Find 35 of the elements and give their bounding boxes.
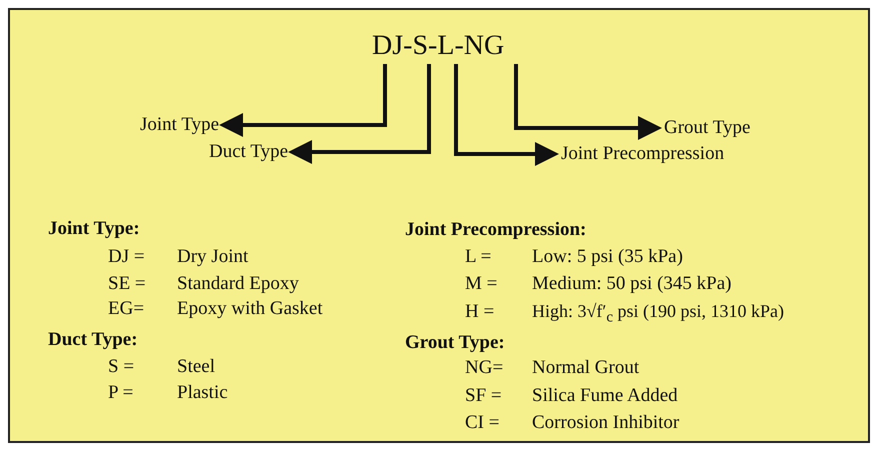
code-key: DJ = bbox=[108, 246, 145, 268]
code-definition: High: 3√f′$_{c}$ psi (190 psi, 1310 kPa) bbox=[532, 301, 784, 327]
category-label: Grout Type bbox=[664, 117, 750, 139]
section-heading: Grout Type: bbox=[405, 332, 505, 354]
section-heading: Joint Type: bbox=[48, 218, 140, 240]
arrow bbox=[514, 64, 662, 140]
category-label: Joint Type bbox=[140, 114, 220, 136]
code-definition: Low: 5 psi (35 kPa) bbox=[532, 246, 683, 268]
code-key: EG= bbox=[108, 298, 144, 320]
code-definition: Corrosion Inhibitor bbox=[532, 412, 680, 434]
code-key: SE = bbox=[108, 273, 146, 295]
code-definition: Standard Epoxy bbox=[177, 273, 299, 295]
code-definition: Plastic bbox=[177, 382, 228, 404]
code-key: H = bbox=[465, 301, 494, 323]
code-designation: DJ-S-L-NG bbox=[372, 30, 504, 62]
code-key: CI = bbox=[465, 412, 500, 434]
code-key: NG= bbox=[465, 357, 504, 379]
code-definition: Epoxy with Gasket bbox=[177, 298, 323, 320]
code-key: L = bbox=[465, 246, 492, 268]
code-key: P = bbox=[108, 382, 134, 404]
code-key: SF = bbox=[465, 385, 502, 407]
code-definition: Steel bbox=[177, 356, 215, 378]
code-definition: Dry Joint bbox=[177, 246, 248, 268]
code-definition: Silica Fume Added bbox=[532, 385, 678, 407]
section-heading: Duct Type: bbox=[48, 329, 138, 351]
arrow bbox=[454, 64, 559, 166]
code-definition: Normal Grout bbox=[532, 357, 640, 379]
arrow bbox=[288, 64, 431, 164]
section-heading: Joint Precompression: bbox=[405, 219, 586, 241]
code-key: S = bbox=[108, 356, 134, 378]
arrow bbox=[219, 64, 387, 137]
category-label: Duct Type bbox=[209, 141, 288, 163]
code-definition: Medium: 50 psi (345 kPa) bbox=[532, 273, 732, 295]
code-key: M = bbox=[465, 273, 498, 295]
category-label: Joint Precompression bbox=[561, 143, 724, 165]
